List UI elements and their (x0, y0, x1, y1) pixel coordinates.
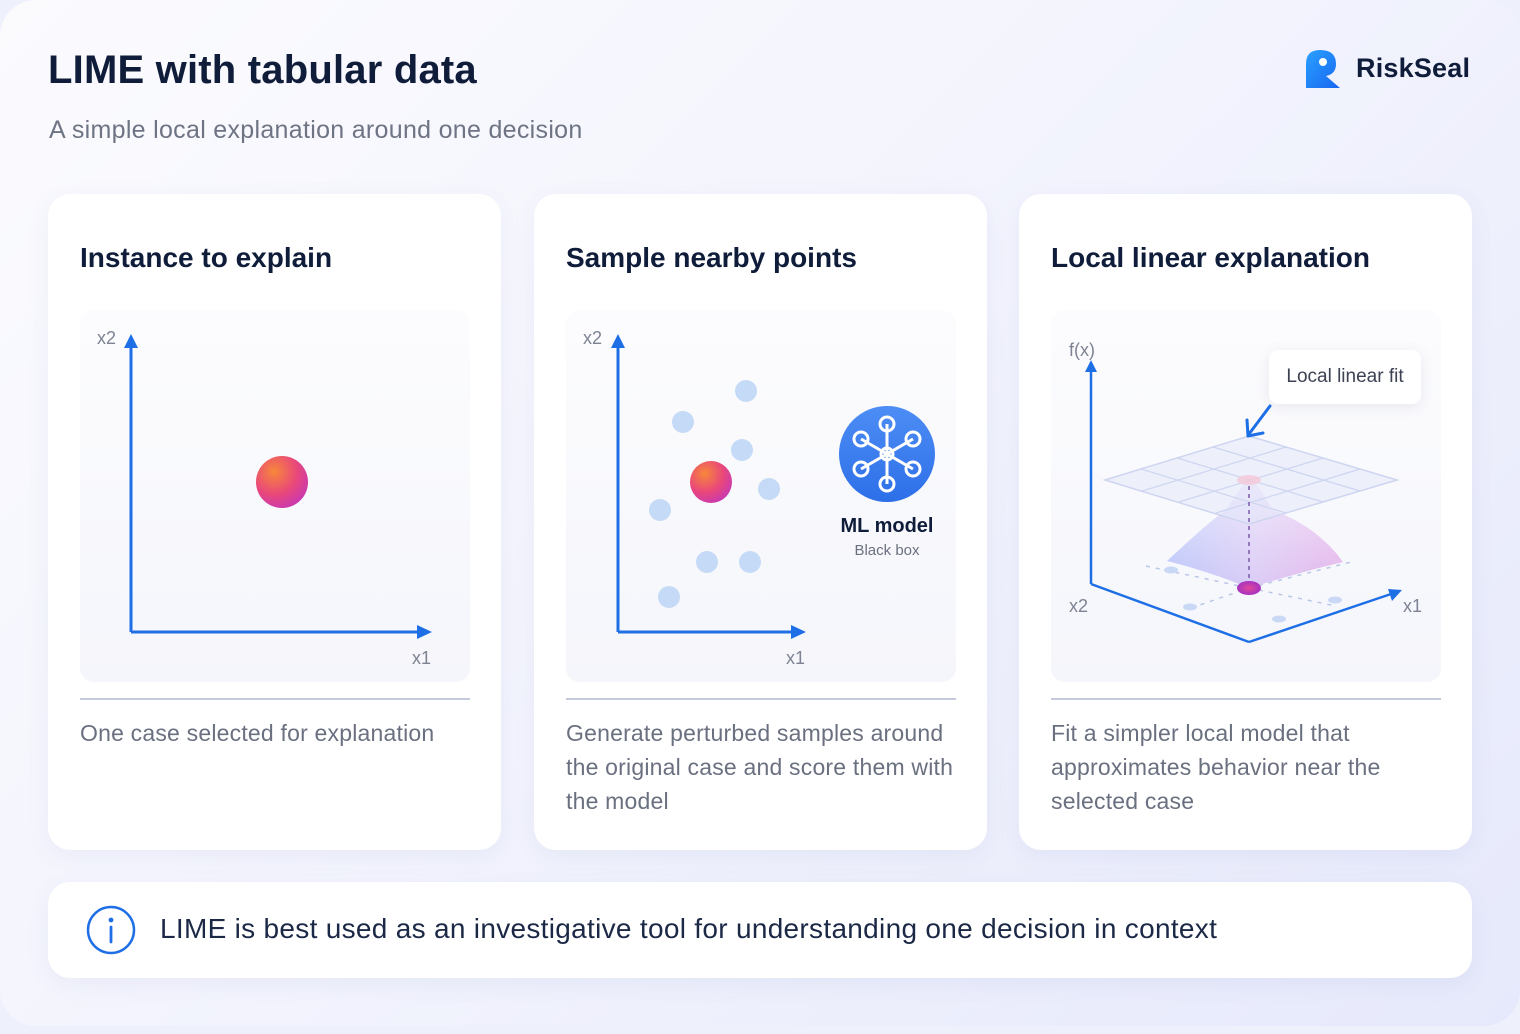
z-axis-label: f(x) (1069, 340, 1095, 360)
x2-axis-label: x2 (1069, 596, 1088, 616)
card-description: Generate perturbed samples around the or… (566, 720, 954, 814)
sample-point (649, 499, 671, 521)
info-icon (86, 905, 136, 955)
instance-point (256, 456, 308, 508)
x1-axis-label: x1 (1403, 596, 1422, 616)
x1-axis (1248, 589, 1402, 644)
x-axis-label: x1 (412, 648, 431, 668)
ml-model-subtitle: Black box (854, 542, 920, 559)
x-axis (618, 625, 806, 639)
card-divider (1051, 698, 1441, 700)
brand-name: RiskSeal (1356, 52, 1471, 83)
neural-network-icon (839, 406, 935, 502)
instance-plot: x2 x1 (80, 310, 470, 682)
page-subtitle: A simple local explanation around one de… (49, 116, 583, 144)
sampling-plot: x2 x1 (566, 310, 956, 682)
x-axis (131, 625, 432, 639)
card-local-linear-explanation: Local linear explanation (1019, 194, 1472, 850)
sample-point (758, 478, 780, 500)
y-axis-label: x2 (97, 328, 116, 348)
info-note-text: LIME is best used as an investigative to… (160, 913, 1218, 944)
local-fit-plot: f(x) x2 x1 (1051, 310, 1441, 682)
sample-point (672, 411, 694, 433)
card-sample-nearby-points: Sample nearby points (534, 194, 987, 850)
y-axis (124, 334, 138, 632)
z-axis (1085, 360, 1097, 584)
instance-point (1237, 581, 1261, 595)
card-divider (80, 698, 470, 700)
x2-axis (1090, 582, 1250, 644)
sample-point (731, 439, 753, 461)
local-linear-plane (1102, 435, 1400, 525)
sample-point (658, 586, 680, 608)
instance-point (690, 461, 732, 503)
card-description: One case selected for explanation (80, 720, 435, 746)
sample-point (739, 551, 761, 573)
y-axis-label: x2 (583, 328, 602, 348)
brand-logo: RiskSeal (1302, 48, 1470, 88)
card-title: Local linear explanation (1051, 242, 1370, 273)
card-divider (566, 698, 956, 700)
ml-model-title: ML model (840, 515, 934, 537)
card-title: Instance to explain (80, 242, 333, 273)
card-description: Fit a simpler local model that approxima… (1051, 720, 1381, 814)
pointer-arrow-icon (1245, 404, 1272, 438)
page-title: LIME with tabular data (48, 48, 477, 92)
x-axis-label: x1 (786, 648, 805, 668)
info-note: LIME is best used as an investigative to… (48, 882, 1472, 978)
card-instance-to-explain: Instance to explain x (48, 194, 501, 850)
sample-point (735, 380, 757, 402)
local-fit-callout: Local linear fit (1269, 350, 1421, 404)
riskseal-logo-icon (1306, 50, 1340, 88)
sample-point (696, 551, 718, 573)
y-axis (611, 334, 625, 632)
sample-points (649, 380, 780, 608)
card-title: Sample nearby points (566, 242, 857, 273)
